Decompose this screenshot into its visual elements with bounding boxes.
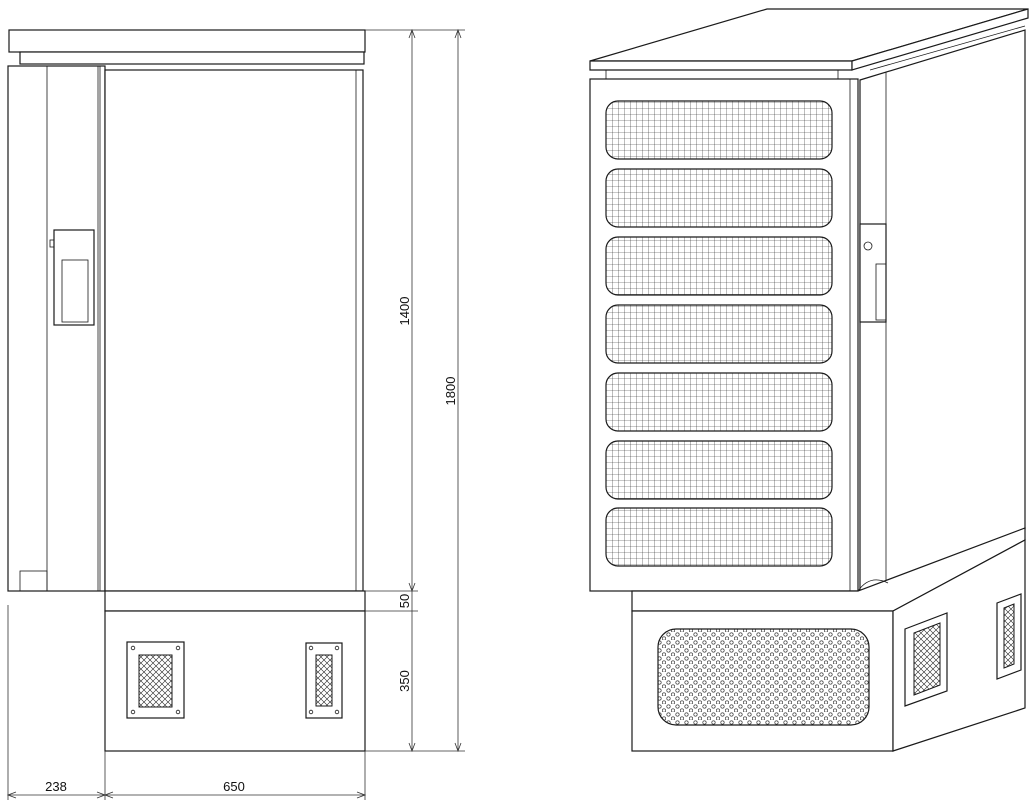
iso-side-vent-left-mesh xyxy=(913,622,941,696)
iso-lock-plate xyxy=(859,223,887,323)
dimension-lines: 1400 1800 50 350 238 650 xyxy=(6,28,465,800)
vent-panel xyxy=(605,440,833,500)
vent-panel xyxy=(605,100,833,160)
dim-label-50: 50 xyxy=(397,594,412,608)
handle-plate xyxy=(53,229,95,326)
vent-panel xyxy=(605,236,833,296)
front-base-gap xyxy=(104,590,366,612)
front-panel xyxy=(104,69,364,592)
iso-side-vent-right-mesh xyxy=(1003,603,1015,669)
side-door-foot xyxy=(19,570,48,592)
dim-label-650: 650 xyxy=(223,779,245,794)
base-vent-left-mesh xyxy=(138,654,173,708)
dim-label-1800: 1800 xyxy=(443,377,458,406)
front-roof-lip xyxy=(19,51,365,65)
front-elevation xyxy=(7,29,366,752)
vent-panel xyxy=(605,372,833,432)
iso-base-vent xyxy=(657,628,870,726)
handle-grip xyxy=(61,259,89,323)
isometric-view xyxy=(589,8,1029,752)
dim-label-1400: 1400 xyxy=(397,297,412,326)
lock-icon xyxy=(863,241,873,251)
lock-icon xyxy=(49,239,55,248)
vent-panel xyxy=(605,304,833,364)
front-roof xyxy=(8,29,366,53)
dim-label-238: 238 xyxy=(45,779,67,794)
vent-panel xyxy=(605,168,833,228)
vent-panel xyxy=(605,507,833,567)
base-vent-right-mesh xyxy=(315,654,333,707)
side-door xyxy=(7,65,106,592)
dim-label-350: 350 xyxy=(397,670,412,692)
iso-lock-grip xyxy=(875,263,887,321)
side-door-inner xyxy=(46,65,99,592)
iso-front-vents xyxy=(605,100,833,567)
iso-roof-side xyxy=(851,8,1029,71)
iso-roof-front xyxy=(589,60,853,71)
